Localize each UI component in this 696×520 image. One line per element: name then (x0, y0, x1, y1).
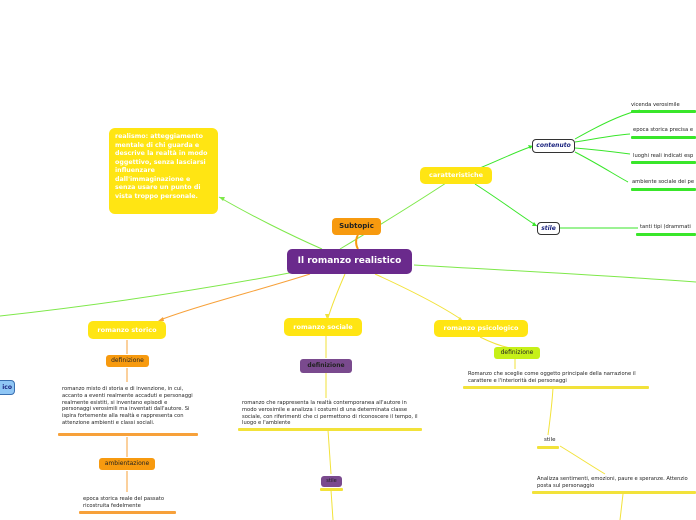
link-sociale-stile (327, 429, 332, 475)
link-contenuto-item2 (574, 133, 631, 143)
link-central-sociale (327, 273, 346, 319)
link-contenuto-item4 (574, 151, 629, 183)
central-topic[interactable]: Il romanzo realistico (287, 249, 412, 274)
link-psico-stiletext (559, 445, 606, 475)
sociale-definizione-label[interactable]: definizione (300, 359, 352, 373)
storico-amb-underline (79, 511, 176, 514)
psico-definizione-label[interactable]: definizione (494, 347, 540, 359)
realismo-note[interactable]: realismo: atteggiamento mentale di chi g… (109, 128, 218, 214)
link-contenuto-item1 (574, 109, 641, 140)
item-4-underline (631, 188, 696, 191)
link-caratt-stile (474, 183, 538, 227)
link-central-left (0, 270, 301, 317)
sociale-def-underline (238, 428, 422, 431)
arrow-contenuto (528, 145, 533, 149)
storico-def-underline (58, 433, 198, 436)
storico-ambientazione-label[interactable]: ambientazione (99, 458, 155, 470)
psico-stile-underline (537, 446, 559, 449)
link-central-note (218, 196, 323, 250)
romanzo-psicologico-node[interactable]: romanzo psicologico (434, 320, 528, 337)
link-central-psicologico (374, 273, 463, 321)
stile-item[interactable]: tanti tipi (drammati (640, 224, 691, 230)
storico-definizione-text[interactable]: romanzo misto di storia e di invenzione,… (62, 386, 193, 426)
storico-ambientazione-text[interactable]: epoca storica reale del passato ricostru… (83, 496, 165, 509)
subtopic-node[interactable]: Subtopic (332, 218, 381, 235)
arrow-note (219, 197, 225, 201)
left-edge-node[interactable]: ico (0, 380, 15, 395)
link-central-caratteristiche (339, 182, 447, 250)
stile-node[interactable]: stile (537, 222, 560, 235)
storico-definizione-label[interactable]: definizione (106, 355, 149, 367)
romanzo-storico-node[interactable]: romanzo storico (88, 321, 166, 339)
item-3-underline (631, 161, 696, 164)
link-central-right (413, 264, 696, 283)
link-psico-below (619, 493, 624, 520)
link-contenuto-item3 (574, 147, 631, 155)
link-sociale-below (330, 489, 334, 520)
sociale-stile-underline (320, 488, 343, 491)
stile-item-underline (636, 233, 696, 236)
caratteristiche-node[interactable]: caratteristiche (420, 167, 492, 184)
item-1-underline (631, 110, 696, 113)
link-central-storico (159, 273, 311, 321)
item-2-underline (631, 136, 696, 139)
contenuto-item-4[interactable]: ambiente sociale dei pe (632, 179, 695, 185)
arrow-storico (158, 317, 164, 321)
contenuto-item-1[interactable]: vicenda verosimile (631, 102, 680, 108)
sociale-stile-label[interactable]: stile (321, 476, 342, 487)
contenuto-item-3[interactable]: luoghi reali indicati esp (633, 153, 694, 159)
contenuto-item-2[interactable]: epoca storica precisa e (633, 127, 694, 133)
psico-def-underline (463, 386, 649, 389)
psico-definizione-text[interactable]: Romanzo che sceglie come oggetto princip… (468, 371, 636, 384)
psico-stile-label[interactable]: stile (544, 437, 556, 443)
psico-stile-underline-2 (532, 491, 696, 494)
psico-stile-text[interactable]: Analizza sentimenti, emozioni, paure e s… (537, 476, 688, 489)
link-psico-stile (547, 387, 554, 436)
contenuto-node[interactable]: contenuto (532, 139, 575, 153)
arrow-sociale (325, 314, 329, 319)
romanzo-sociale-node[interactable]: romanzo sociale (284, 318, 362, 336)
link-central-subtopic (355, 234, 359, 250)
sociale-definizione-text[interactable]: romanzo che rappresenta la realtà contem… (242, 400, 418, 427)
arrow-stile (532, 222, 537, 226)
